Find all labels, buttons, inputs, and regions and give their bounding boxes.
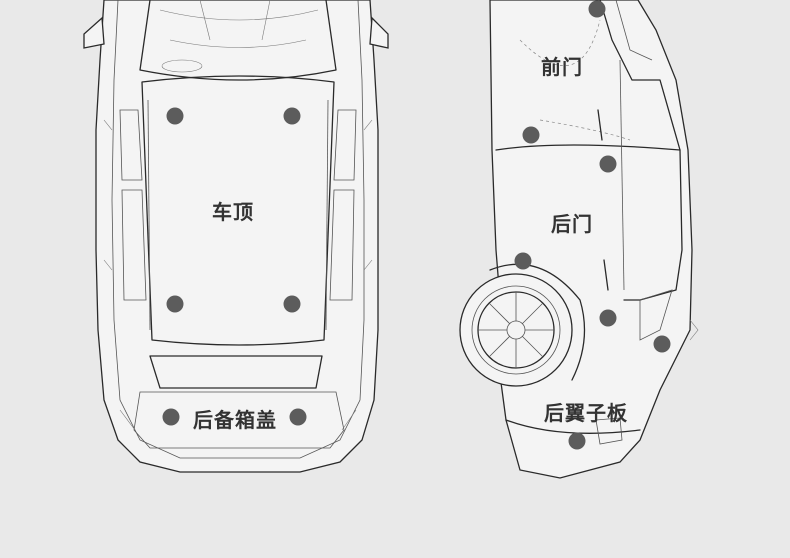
rear-fender-point (568, 432, 586, 450)
rear-fender-point (599, 309, 617, 327)
label-front-door: 前门 (541, 55, 583, 79)
rear-door-point (599, 155, 617, 173)
trunk-lid-point (289, 408, 307, 426)
label-roof: 车顶 (212, 200, 254, 224)
trunk-lid-point (162, 408, 180, 426)
roof-point (283, 295, 301, 313)
label-rear-door: 后门 (551, 212, 593, 236)
roof-point (166, 295, 184, 313)
rear-door-point (514, 252, 532, 270)
front-door-point (588, 0, 606, 18)
rear-fender-point (653, 335, 671, 353)
front-door-point (522, 126, 540, 144)
label-rear-fender: 后翼子板 (544, 401, 628, 425)
roof-point (166, 107, 184, 125)
label-trunk-lid: 后备箱盖 (193, 408, 277, 432)
roof-point (283, 107, 301, 125)
